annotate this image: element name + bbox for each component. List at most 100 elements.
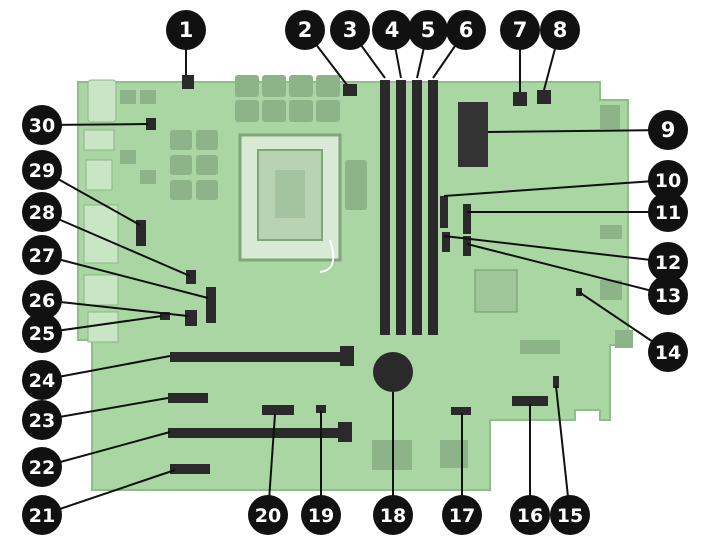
callout-badge-15: [550, 495, 590, 535]
leader-line-9: [487, 129, 669, 133]
callout-number-3: 3: [343, 18, 358, 42]
callout-number-26: 26: [29, 290, 55, 312]
callout-number-7: 7: [513, 18, 528, 42]
callout-number-12: 12: [655, 252, 681, 274]
callout-badge-2: [285, 10, 325, 50]
callout-badge-28: [22, 192, 62, 232]
callout-number-1: 1: [179, 18, 194, 42]
callout-18: 18: [373, 495, 413, 535]
callout-number-11: 11: [655, 202, 681, 224]
callout-15: 15: [550, 495, 590, 535]
callout-28: 28: [22, 192, 62, 232]
leader-line-21: [41, 469, 176, 516]
callout-7: 7: [500, 10, 540, 50]
callout-16: 16: [510, 495, 550, 535]
leader-line-12: [443, 235, 669, 263]
callout-number-5: 5: [421, 18, 436, 42]
callout-number-23: 23: [29, 410, 55, 432]
callout-badge-5: [408, 10, 448, 50]
callout-25: 25: [22, 313, 62, 353]
callout-number-2: 2: [298, 18, 313, 42]
callout-badge-25: [22, 313, 62, 353]
callout-4: 4: [372, 10, 412, 50]
callout-29: 29: [22, 150, 62, 190]
callout-24: 24: [22, 360, 62, 400]
callout-badge-1: [166, 10, 206, 50]
leader-line-27: [41, 254, 209, 299]
vrm-components: [120, 75, 633, 470]
cpu-socket: [238, 133, 342, 273]
callout-badge-24: [22, 360, 62, 400]
leader-line-10: [443, 179, 669, 197]
callout-19: 19: [301, 495, 341, 535]
callout-number-17: 17: [449, 505, 475, 527]
callout-26: 26: [22, 280, 62, 320]
callout-number-20: 20: [255, 505, 281, 527]
callout-8: 8: [540, 10, 580, 50]
headers: [136, 75, 582, 415]
callout-badge-17: [442, 495, 482, 535]
callout-badge-8: [540, 10, 580, 50]
leader-line-13: [466, 243, 669, 296]
callout-27: 27: [22, 235, 62, 275]
callout-number-16: 16: [517, 505, 543, 527]
callout-number-9: 9: [661, 118, 676, 142]
callout-14: 14: [648, 332, 688, 372]
callout-number-6: 6: [459, 18, 474, 42]
callout-number-13: 13: [655, 285, 681, 307]
callout-12: 12: [648, 242, 688, 282]
callout-23: 23: [22, 400, 62, 440]
callout-badge-12: [648, 242, 688, 282]
dimm-slots: [380, 80, 438, 335]
callout-number-15: 15: [557, 505, 583, 527]
callout-badge-11: [648, 192, 688, 232]
callout-badge-14: [648, 332, 688, 372]
callout-badge-23: [22, 400, 62, 440]
callout-badge-9: [648, 110, 688, 150]
callout-number-19: 19: [308, 505, 334, 527]
callout-badge-20: [248, 495, 288, 535]
callout-badge-6: [446, 10, 486, 50]
callout-20: 20: [248, 495, 288, 535]
callout-badge-19: [301, 495, 341, 535]
callout-badge-4: [372, 10, 412, 50]
callout-badge-13: [648, 275, 688, 315]
callout-badge-29: [22, 150, 62, 190]
leader-line-22: [41, 431, 171, 468]
callout-13: 13: [648, 275, 688, 315]
callout-2: 2: [285, 10, 325, 50]
callout-21: 21: [22, 495, 62, 535]
callout-badge-18: [373, 495, 413, 535]
callout-badge-26: [22, 280, 62, 320]
callout-10: 10: [648, 160, 688, 200]
callout-number-8: 8: [553, 18, 568, 42]
callout-badge-22: [22, 447, 62, 487]
leader-line-28: [41, 211, 191, 277]
callout-number-28: 28: [29, 202, 55, 224]
leader-line-26: [41, 299, 189, 317]
coin-battery: [373, 352, 413, 392]
leader-line-15: [555, 385, 571, 516]
callout-badge-21: [22, 495, 62, 535]
callout-badge-30: [22, 105, 62, 145]
callout-badge-16: [510, 495, 550, 535]
callout-number-25: 25: [29, 323, 55, 345]
callout-number-30: 30: [29, 115, 55, 137]
callout-11: 11: [648, 192, 688, 232]
callout-number-10: 10: [655, 170, 681, 192]
callout-number-29: 29: [29, 160, 55, 182]
leader-line-25: [41, 315, 163, 334]
callout-badge-10: [648, 160, 688, 200]
callout-1: 1: [166, 10, 206, 50]
callout-30: 30: [22, 105, 62, 145]
callout-number-18: 18: [380, 505, 406, 527]
callout-5: 5: [408, 10, 448, 50]
rear-io-ports: [83, 79, 119, 343]
callout-number-24: 24: [29, 370, 55, 392]
callout-9: 9: [648, 110, 688, 150]
callout-3: 3: [330, 10, 370, 50]
callout-badge-3: [330, 10, 370, 50]
